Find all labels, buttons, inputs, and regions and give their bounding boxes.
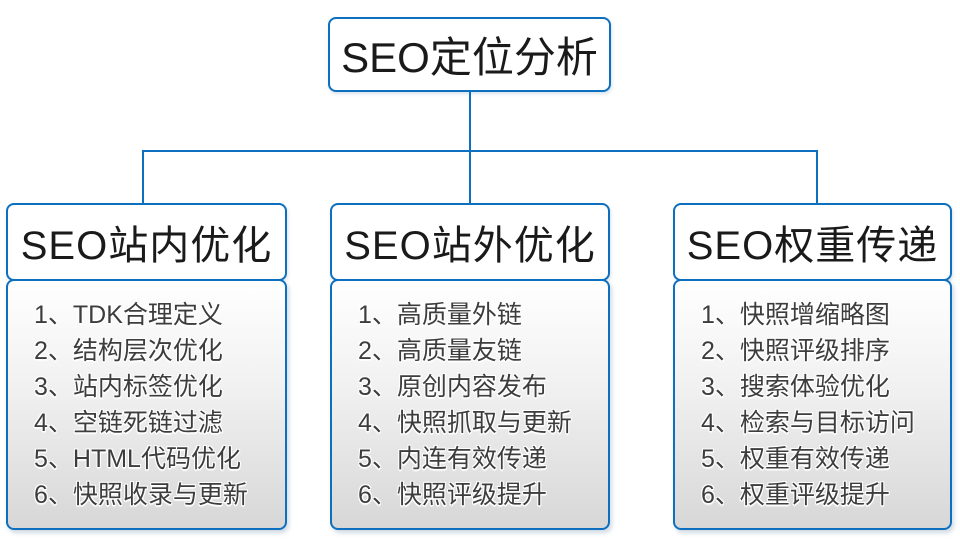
- branch-list-weight-transfer: 1、快照增缩略图 2、快照评级排序 3、搜索体验优化 4、检索与目标访问 5、权…: [673, 279, 952, 530]
- branch-header-label: SEO站外优化: [344, 224, 596, 268]
- root-node-label: SEO定位分析: [341, 34, 598, 81]
- branch-header-label: SEO站内优化: [20, 224, 273, 268]
- list-item: 6、快照收录与更新: [34, 481, 248, 509]
- connector-middle-drop-line: [469, 150, 471, 203]
- connector-horizontal-line: [142, 150, 818, 152]
- list-item: 2、结构层次优化: [34, 337, 223, 365]
- branch-list-offsite-optimization: 1、高质量外链 2、高质量友链 3、原创内容发布 4、快照抓取与更新 5、内连有…: [330, 279, 610, 530]
- root-node-seo-positioning: SEO定位分析: [328, 17, 611, 92]
- connector-right-drop-line: [816, 150, 818, 203]
- list-item: 1、TDK合理定义: [34, 301, 223, 329]
- connector-left-drop-line: [142, 150, 144, 203]
- list-item: 5、权重有效传递: [701, 445, 890, 473]
- list-item: 3、原创内容发布: [358, 373, 547, 401]
- list-item: 5、HTML代码优化: [34, 445, 241, 473]
- list-item: 1、高质量外链: [358, 301, 522, 329]
- connector-root-stem-line: [469, 92, 471, 150]
- branch-list-onsite-optimization: 1、TDK合理定义 2、结构层次优化 3、站内标签优化 4、空链死链过滤 5、H…: [6, 279, 287, 530]
- list-item: 1、快照增缩略图: [701, 301, 890, 329]
- branch-header-label: SEO权重传递: [686, 224, 939, 268]
- list-item: 5、内连有效传递: [358, 445, 547, 473]
- branch-header-offsite-optimization: SEO站外优化: [330, 203, 610, 281]
- branch-header-onsite-optimization: SEO站内优化: [6, 203, 287, 281]
- list-item: 2、高质量友链: [358, 337, 522, 365]
- branch-header-weight-transfer: SEO权重传递: [673, 203, 952, 281]
- list-item: 6、快照评级提升: [358, 481, 547, 509]
- list-item: 3、站内标签优化: [34, 373, 223, 401]
- list-item: 2、快照评级排序: [701, 337, 890, 365]
- list-item: 4、检索与目标访问: [701, 409, 915, 437]
- list-item: 3、搜索体验优化: [701, 373, 890, 401]
- list-item: 4、快照抓取与更新: [358, 409, 572, 437]
- list-item: 4、空链死链过滤: [34, 409, 223, 437]
- list-item: 6、权重评级提升: [701, 481, 890, 509]
